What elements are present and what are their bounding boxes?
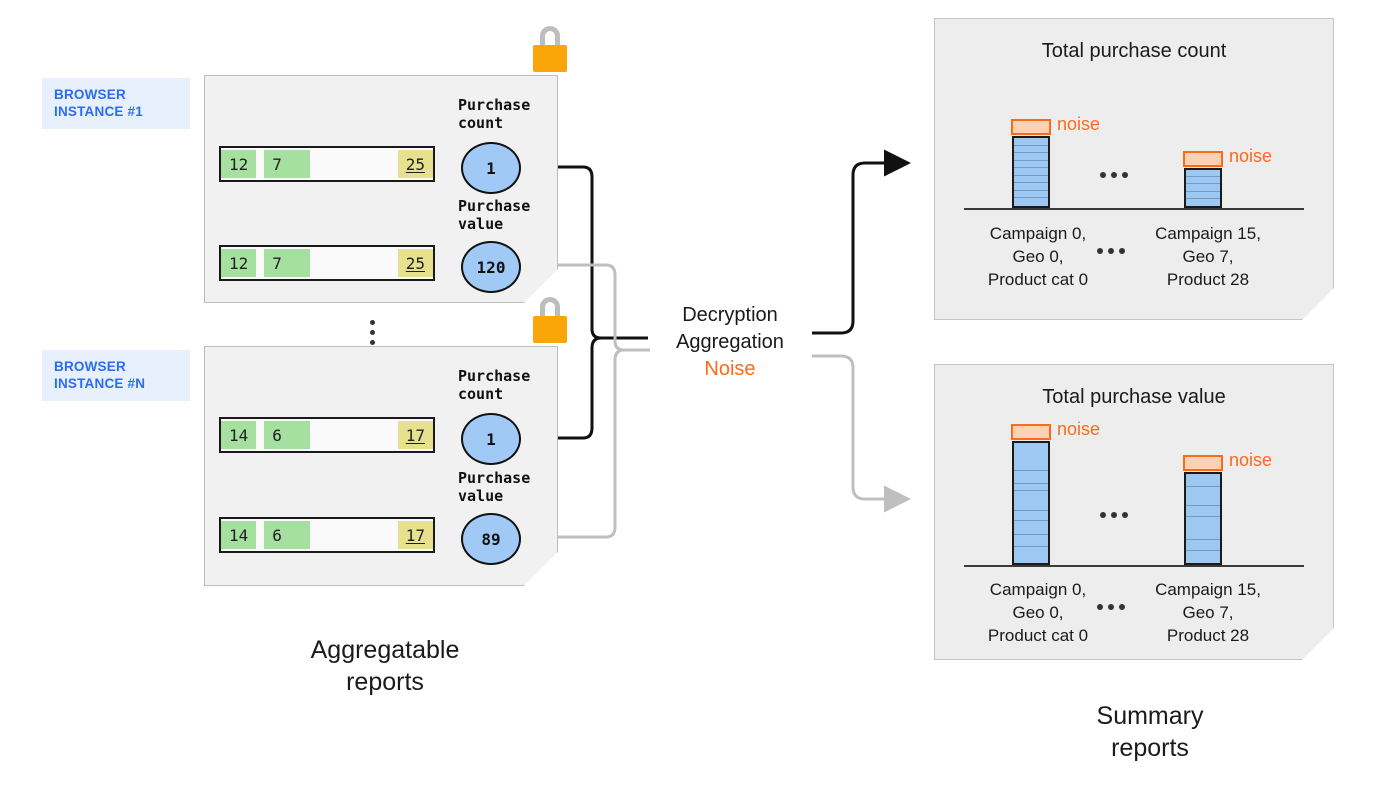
padlock-body — [533, 316, 567, 343]
payload-cell-value: 17 — [397, 421, 433, 449]
bar-value-campaign-15 — [1184, 472, 1222, 565]
payload-cell-geo: 7 — [264, 150, 311, 178]
payload-cell-value-text: 25 — [405, 253, 425, 273]
payload-cell-geo: 6 — [264, 421, 311, 449]
payload-cell-value: 17 — [397, 521, 433, 549]
noise-label-count-campaign-15: noise — [1229, 146, 1273, 166]
summary-title-count: Total purchase count — [1041, 40, 1227, 62]
category-ellipsis-value — [1097, 604, 1125, 610]
process-line-decryption: Decryption — [682, 304, 778, 326]
category-label-count-0: Campaign 0, Geo 0, Product cat 0 — [987, 224, 1089, 289]
padlock-shackle — [540, 297, 560, 321]
payload-row-count-n: 14 6 17 — [219, 417, 435, 453]
noise-box-value-campaign-15 — [1183, 455, 1223, 471]
vertical-ellipsis — [370, 320, 375, 345]
padlock-icon-n — [533, 297, 567, 345]
metric-label-purchase-count-1: Purchase count — [458, 96, 531, 132]
bubble-purchase-value-1: 120 — [461, 241, 521, 293]
payload-cell-campaign: 14 — [221, 521, 257, 549]
summary-report-card-count — [934, 18, 1334, 320]
noise-box-value-campaign-0 — [1011, 424, 1051, 440]
payload-cell-value-text: 17 — [405, 425, 425, 445]
payload-cell-campaign: 12 — [221, 249, 257, 277]
category-ellipsis-count — [1097, 248, 1125, 254]
payload-cell-value: 25 — [397, 249, 433, 277]
payload-row-value-1: 12 7 25 — [219, 245, 435, 281]
payload-row-count-1: 12 7 25 — [219, 146, 435, 182]
category-label-value-1: Campaign 15, Geo 7, Product 28 — [1155, 580, 1261, 645]
caption-aggregatable-reports: Aggregatable reports — [310, 636, 460, 696]
payload-cell-geo: 7 — [264, 249, 311, 277]
payload-cell-value-text: 17 — [405, 525, 425, 545]
bubble-purchase-value-n: 89 — [461, 513, 521, 565]
payload-cell-value: 25 — [397, 150, 433, 178]
bubble-purchase-count-1: 1 — [461, 142, 521, 194]
chart-ellipsis-count — [1100, 172, 1128, 178]
metric-label-purchase-value-1: Purchase value — [458, 197, 531, 233]
process-line-noise: Noise — [704, 358, 756, 380]
noise-label-value-campaign-15: noise — [1229, 450, 1273, 470]
category-label-value-0: Campaign 0, Geo 0, Product cat 0 — [987, 580, 1089, 645]
noise-label-value-campaign-0: noise — [1057, 419, 1101, 439]
summary-report-card-value — [934, 364, 1334, 660]
noise-box-count-campaign-0 — [1011, 119, 1051, 135]
metric-label-purchase-value-n: Purchase value — [458, 469, 531, 505]
process-block: Decryption Aggregation Noise — [648, 302, 812, 383]
padlock-body — [533, 45, 567, 72]
payload-cell-campaign: 12 — [221, 150, 257, 178]
bubble-purchase-count-n: 1 — [461, 413, 521, 465]
browser-instance-n-tag: BROWSER INSTANCE #N — [42, 350, 190, 401]
payload-cell-value-text: 25 — [405, 154, 425, 174]
noise-label-count-campaign-0: noise — [1057, 114, 1101, 134]
metric-label-purchase-count-n: Purchase count — [458, 367, 531, 403]
wire-out-value — [812, 354, 911, 513]
noise-box-count-campaign-15 — [1183, 151, 1223, 167]
padlock-shackle — [540, 26, 560, 50]
browser-instance-1-tag: BROWSER INSTANCE #1 — [42, 78, 190, 129]
caption-summary-reports: Summary reports — [1096, 702, 1204, 762]
payload-cell-geo: 6 — [264, 521, 311, 549]
bar-count-campaign-15 — [1184, 168, 1222, 208]
chart-ellipsis-value — [1100, 512, 1128, 518]
chart-axis-count — [964, 208, 1304, 210]
payload-row-value-n: 14 6 17 — [219, 517, 435, 553]
bar-value-campaign-0 — [1012, 441, 1050, 565]
category-label-count-1: Campaign 15, Geo 7, Product 28 — [1155, 224, 1261, 289]
bar-count-campaign-0 — [1012, 136, 1050, 208]
payload-cell-campaign: 14 — [221, 421, 257, 449]
chart-axis-value — [964, 565, 1304, 567]
summary-title-value: Total purchase value — [1042, 386, 1226, 408]
wire-out-count — [812, 149, 911, 335]
process-line-aggregation: Aggregation — [676, 331, 784, 353]
padlock-icon-1 — [533, 26, 567, 74]
